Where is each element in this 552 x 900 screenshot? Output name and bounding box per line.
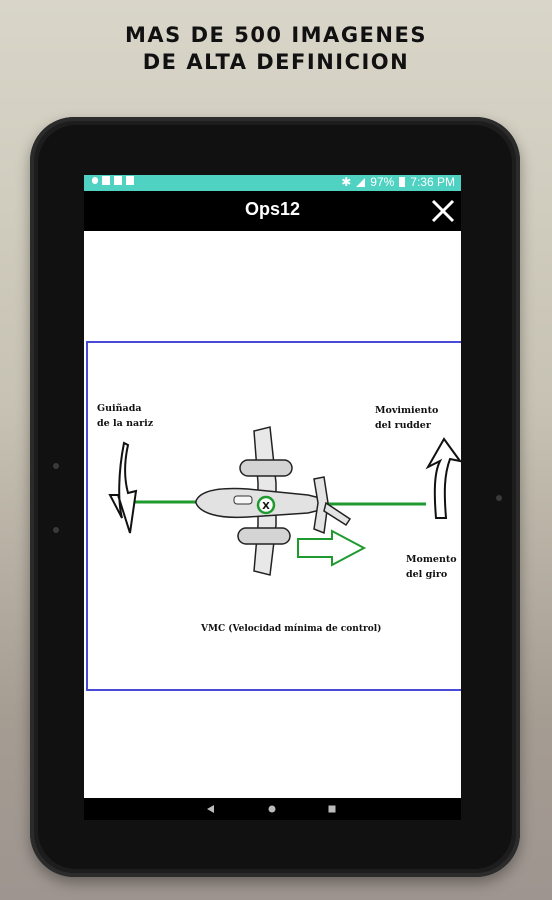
navigation-bar	[84, 798, 461, 820]
home-dot-icon[interactable]	[267, 804, 277, 814]
system-icons: ✱ 97% 7:36 PM	[341, 175, 455, 189]
signal-icon	[356, 177, 366, 187]
clock: 7:36 PM	[410, 175, 455, 189]
label-nose-yaw: Guiñada de la nariz	[97, 403, 154, 429]
notification-icon	[92, 177, 98, 184]
nose-yaw-arrow	[108, 441, 138, 534]
notification-icons	[92, 176, 134, 185]
airplane-engines	[237, 459, 293, 545]
battery-icon	[399, 177, 406, 187]
center-mark-text: X	[262, 501, 270, 512]
left-sensor-bottom	[53, 527, 59, 533]
rudder-movement-arrow	[425, 437, 461, 519]
headline-line-2: DE ALTA DEFINICION	[142, 50, 410, 74]
left-sensor-top	[53, 463, 59, 469]
label-turn-moment: Momento del giro	[406, 554, 457, 580]
image-viewer[interactable]: Guiñada de la nariz Movimiento del rudde…	[84, 231, 461, 798]
device-screen: ✱ 97% 7:36 PM Ops12 Guiñada de la nariz …	[84, 175, 461, 820]
center-of-gravity-mark	[256, 495, 276, 515]
bluetooth-icon: ✱	[341, 175, 352, 189]
page-title: Ops12	[244, 199, 301, 219]
app-bar: Ops12	[84, 191, 461, 231]
recents-square-icon[interactable]	[327, 804, 337, 814]
sd-card-icon	[102, 176, 110, 185]
battery-percent: 97%	[370, 175, 395, 189]
promo-headline: MAS DE 500 IMAGENES DE ALTA DEFINICION	[0, 22, 552, 76]
back-triangle-icon[interactable]	[206, 804, 216, 814]
close-icon[interactable]	[429, 197, 457, 225]
diagram-caption: VMC (Velocidad mínima de control)	[201, 624, 382, 634]
airplane-tail	[313, 476, 352, 535]
vmc-diagram: Guiñada de la nariz Movimiento del rudde…	[86, 341, 461, 691]
status-bar: ✱ 97% 7:36 PM	[84, 175, 461, 191]
image-icon	[114, 176, 122, 185]
label-rudder-movement: Movimiento del rudder	[375, 405, 439, 431]
turn-moment-arrow	[297, 529, 367, 567]
right-sensor	[496, 495, 502, 501]
photo-icon	[126, 176, 134, 185]
airplane-illustration: X	[108, 426, 461, 576]
airplane-cockpit	[233, 495, 253, 505]
headline-line-1: MAS DE 500 IMAGENES	[125, 23, 427, 47]
